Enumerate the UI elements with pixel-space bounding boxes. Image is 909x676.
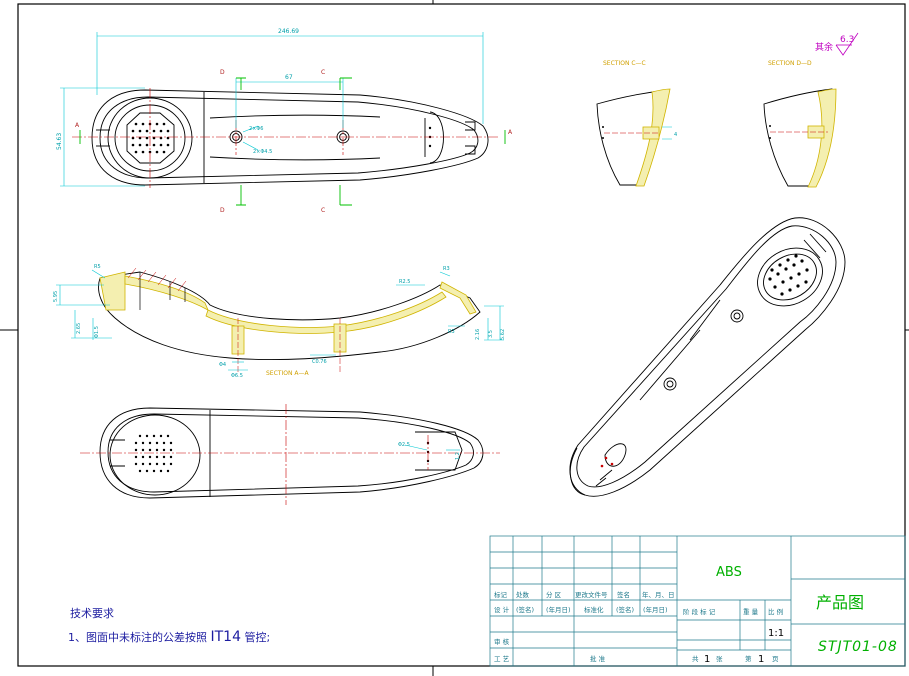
top-view-section-marks [79,77,506,206]
tb-drawing-no: STJT01-08 [818,639,898,655]
tb-scale-label: 比 例 [768,607,783,616]
cut-label-d-top: D [220,69,225,76]
tb-sheets-total: 1 [704,654,710,665]
isometric-grille [600,254,809,468]
tb-stage-label: 阶 段 标 记 [683,607,716,616]
dim-side-r1: R2.5 [399,279,410,285]
tb-review-label: 审 核 [494,637,510,646]
bottom-view-grille [134,434,430,473]
tb-design-5: (年月日) [643,605,668,614]
bottom-view: Φ2.5 1.2 [80,404,500,505]
tb-sheet-no: 1 [758,654,764,665]
tb-scale-value: 1:1 [768,628,784,639]
tb-header-1: 处数 [516,590,530,599]
top-view: 246.69 67 54.63 2×Φ6 2×Φ4.5 D C D C A A [56,28,513,214]
section-a-a-dimensions [56,269,504,371]
tb-design-0: 设 计 [494,605,510,614]
section-d-d-view: SECTION D—D [763,60,837,188]
section-c-c-label: SECTION C—C [603,60,646,67]
cut-label-a-left: A [75,122,80,129]
section-a-a-view: 5.95 2.65 Φ1.5 R2.5 R3 R5 R3 2.16 3.5 5.… [53,264,506,379]
tb-header-4: 签名 [617,590,630,599]
dim-side-right-c: 5.62 [500,329,506,340]
dim-side-left-low: Φ1.5 [94,326,100,338]
section-c-c-view: 4 SECTION C—C [596,60,677,187]
cut-label-c-bottom: C [321,207,325,214]
tb-header-5: 年、月、日 [642,590,675,599]
section-d-d-label: SECTION D—D [768,60,812,67]
tb-design-1: (签名) [516,605,534,614]
dim-side-r4: R3 [448,329,455,335]
surface-roughness-mark: 其余 6.3 [815,32,859,56]
dim-hole-2x-b: 2×Φ4.5 [253,149,272,155]
cut-label-d-bottom: D [220,207,225,214]
cut-label-c-top: C [321,69,325,76]
dim-hole-pitch: 67 [285,74,293,81]
tb-design-2: (年月日) [546,605,571,614]
title-block: 标记 处数 分 区 更改文件号 签名 年、月、日 设 计 (签名) (年月日) … [489,535,906,667]
section-a-a-centerlines [237,318,341,372]
dim-overall-height: 54.63 [56,133,63,150]
notes-heading: 技术要求 [70,607,114,620]
dim-side-right-b: 3.5 [488,330,494,338]
section-a-a-hatch [127,267,187,292]
tb-process-label: 工 艺 [494,655,510,663]
technical-notes: 技术要求 1、图面中未标注的公差按照 IT14 管控; [68,607,270,645]
dim-side-left-mid: 2.65 [76,323,82,334]
tb-sheet-no-label: 第 [745,654,752,663]
tb-weight-label: 重 量 [743,608,759,616]
top-view-centerlines [72,88,500,188]
tb-sheets-unit: 张 [716,654,723,663]
tb-header-0: 标记 [494,590,508,599]
section-c-dim: 4 [674,132,677,138]
notes-item-1-code: IT14 [211,629,242,645]
dim-hole-2x: 2×Φ6 [249,126,264,132]
dim-boss-b: Φ6.5 [231,373,243,379]
tb-header-3: 更改文件号 [575,590,608,599]
dim-bottom-small: 1.2 [455,452,461,460]
tb-material: ABS [716,565,742,580]
cut-label-a-right: A [508,129,513,136]
dim-boss-c: C0.76 [312,359,327,365]
tb-design-3: 标准化 [584,605,604,614]
dim-overall-length: 246.69 [278,28,299,35]
section-a-a-label: SECTION A—A [266,370,309,377]
top-view-dimensions [60,32,484,187]
dim-bottom-hole: Φ2.5 [398,442,410,448]
tb-design-4: (签名) [616,605,634,614]
tb-approve-label: 批 准 [590,654,606,663]
dim-side-r3: R5 [94,264,101,270]
notes-item-1-prefix: 1、图面中未标注的公差按照 [68,630,207,644]
notes-item-1-suffix: 管控; [245,630,271,644]
dim-side-left-top: 5.95 [53,291,59,302]
top-view-outline [91,89,489,186]
tb-sheet-no-unit: 页 [772,655,779,663]
surface-value: 6.3 [840,35,854,45]
dim-side-r2: R3 [443,266,450,272]
notes-item-1: 1、图面中未标注的公差按照 IT14 管控; [68,629,270,645]
surface-prefix: 其余 [815,41,833,53]
tb-title: 产品图 [816,593,864,612]
tb-sheets-total-label: 共 [692,654,699,663]
dim-boss-a: Φ4 [219,362,226,368]
isometric-view [569,217,846,497]
top-view-grille [131,122,432,154]
dim-side-right-a: 2.16 [475,329,481,340]
tb-header-2: 分 区 [546,590,562,599]
title-block-grid [489,535,906,667]
